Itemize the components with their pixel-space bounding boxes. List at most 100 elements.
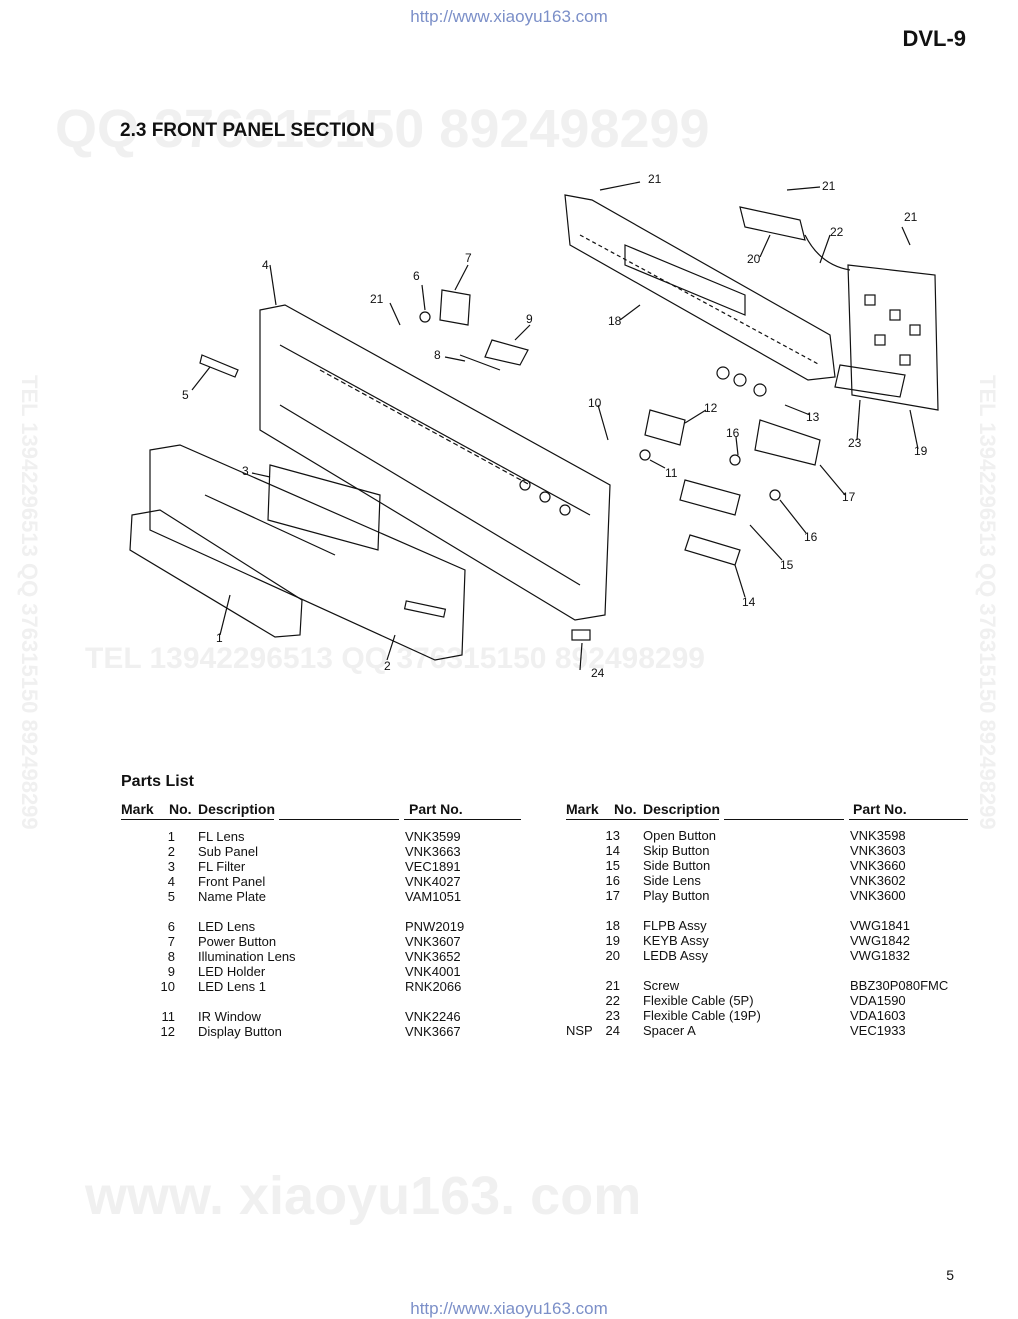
part-description: Power Button [198, 934, 277, 949]
fl-filter [267, 464, 381, 551]
part-number-index: 19 [605, 933, 620, 948]
header-description: Description [643, 801, 721, 817]
header-no: No. [169, 801, 192, 817]
part-code: VNK4001 [405, 964, 461, 979]
part-number-index: 15 [605, 858, 620, 873]
part-description: Screw [643, 978, 680, 993]
diagram-callouts: 1 2 3 4 5 6 7 8 9 10 11 12 13 14 15 16 1… [182, 172, 928, 680]
callout-20: 20 [747, 252, 761, 266]
part-code: VEC1891 [405, 859, 461, 874]
part-number-index: 16 [605, 873, 620, 888]
part-code: VNK3663 [405, 844, 461, 859]
part-number-index: 9 [167, 964, 175, 979]
part-code: VNK3652 [405, 949, 461, 964]
part-number-index: 5 [167, 889, 175, 904]
callout-3: 3 [242, 464, 249, 478]
part-mark: NSP [566, 1023, 593, 1038]
flpb-board-outline [564, 194, 836, 381]
flpb-display-window [624, 244, 746, 316]
part-description: FLPB Assy [643, 918, 707, 933]
callout-14: 14 [742, 595, 756, 609]
part-number-index: 8 [167, 949, 175, 964]
callout-1: 1 [216, 631, 223, 645]
callout-8: 8 [434, 348, 441, 362]
part-description: LED Holder [198, 964, 266, 979]
part-description: FL Filter [198, 859, 246, 874]
keyb-board-outline [847, 264, 939, 411]
header-part-no: Part No. [409, 801, 463, 817]
part-number-index: 17 [605, 888, 620, 903]
callout-4: 4 [262, 258, 269, 272]
ledb-board-outline [739, 206, 806, 241]
part-description: LEDB Assy [643, 948, 709, 963]
source-url-bottom: http://www.xiaoyu163.com [410, 1299, 608, 1318]
part-description: Play Button [643, 888, 710, 903]
watermark-middle: TEL 13942296513 QQ 376315150 892498299 [85, 642, 705, 675]
part-code: BBZ30P080FMC [850, 978, 949, 993]
watermark-top: QQ 376315150 892498299 [55, 99, 710, 159]
parts-row: 13 Open Button VNK3598 [566, 828, 968, 843]
part-number-index: 14 [605, 843, 620, 858]
part-code: VEC1933 [850, 1023, 906, 1038]
callout-11: 11 [665, 466, 678, 480]
row-spacer [121, 904, 521, 919]
callout-7: 7 [465, 251, 472, 265]
callout-18: 18 [608, 314, 622, 328]
part-code: VNK3598 [850, 828, 906, 843]
display-button-shape [644, 409, 686, 446]
header-part-no: Part No. [853, 801, 907, 817]
part-description: Skip Button [643, 843, 710, 858]
part-number-index: 24 [605, 1023, 620, 1038]
led-holder-shape [484, 339, 529, 366]
part-number-index: 10 [160, 979, 175, 994]
illumination-lens-shape [459, 354, 501, 371]
part-description: Open Button [643, 828, 716, 843]
callout-10: 10 [588, 396, 602, 410]
parts-row: 9 LED Holder VNK4001 [121, 964, 521, 979]
part-description: Side Button [643, 858, 711, 873]
part-description: Illumination Lens [198, 949, 296, 964]
watermark-left-vertical: TEL 13942296513 QQ 376315150 892498299 [17, 375, 42, 830]
callout-21d: 21 [370, 292, 384, 306]
part-description: LED Lens 1 [198, 979, 266, 994]
callout-5: 5 [182, 388, 189, 402]
play-button-shape [754, 419, 821, 466]
part-description: Flexible Cable (19P) [643, 1008, 761, 1023]
part-number-index: 13 [605, 828, 620, 843]
row-spacer [121, 994, 521, 1009]
header-mark: Mark [566, 801, 599, 817]
part-code: VNK3599 [405, 829, 461, 844]
parts-row: 10 LED Lens 1 RNK2066 [121, 979, 521, 994]
diagram-drawing [129, 181, 939, 671]
spacer-shape [571, 629, 591, 641]
part-code: VNK4027 [405, 874, 461, 889]
section-title: 2.3 FRONT PANEL SECTION [120, 120, 375, 141]
part-code: RNK2066 [405, 979, 462, 994]
source-url-top: http://www.xiaoyu163.com [410, 7, 608, 26]
sub-panel [149, 444, 466, 661]
fl-lens [129, 509, 303, 638]
side-button-shape [679, 479, 741, 516]
callout-9: 9 [526, 312, 533, 326]
part-number-index: 1 [167, 829, 175, 844]
part-number-index: 12 [160, 1024, 175, 1039]
part-code: VWG1832 [850, 948, 910, 963]
page-number: 5 [946, 1267, 954, 1283]
callout-16a: 16 [726, 426, 740, 440]
callout-2: 2 [384, 659, 391, 673]
part-description: LED Lens [198, 919, 256, 934]
part-code: VNK2246 [405, 1009, 461, 1024]
